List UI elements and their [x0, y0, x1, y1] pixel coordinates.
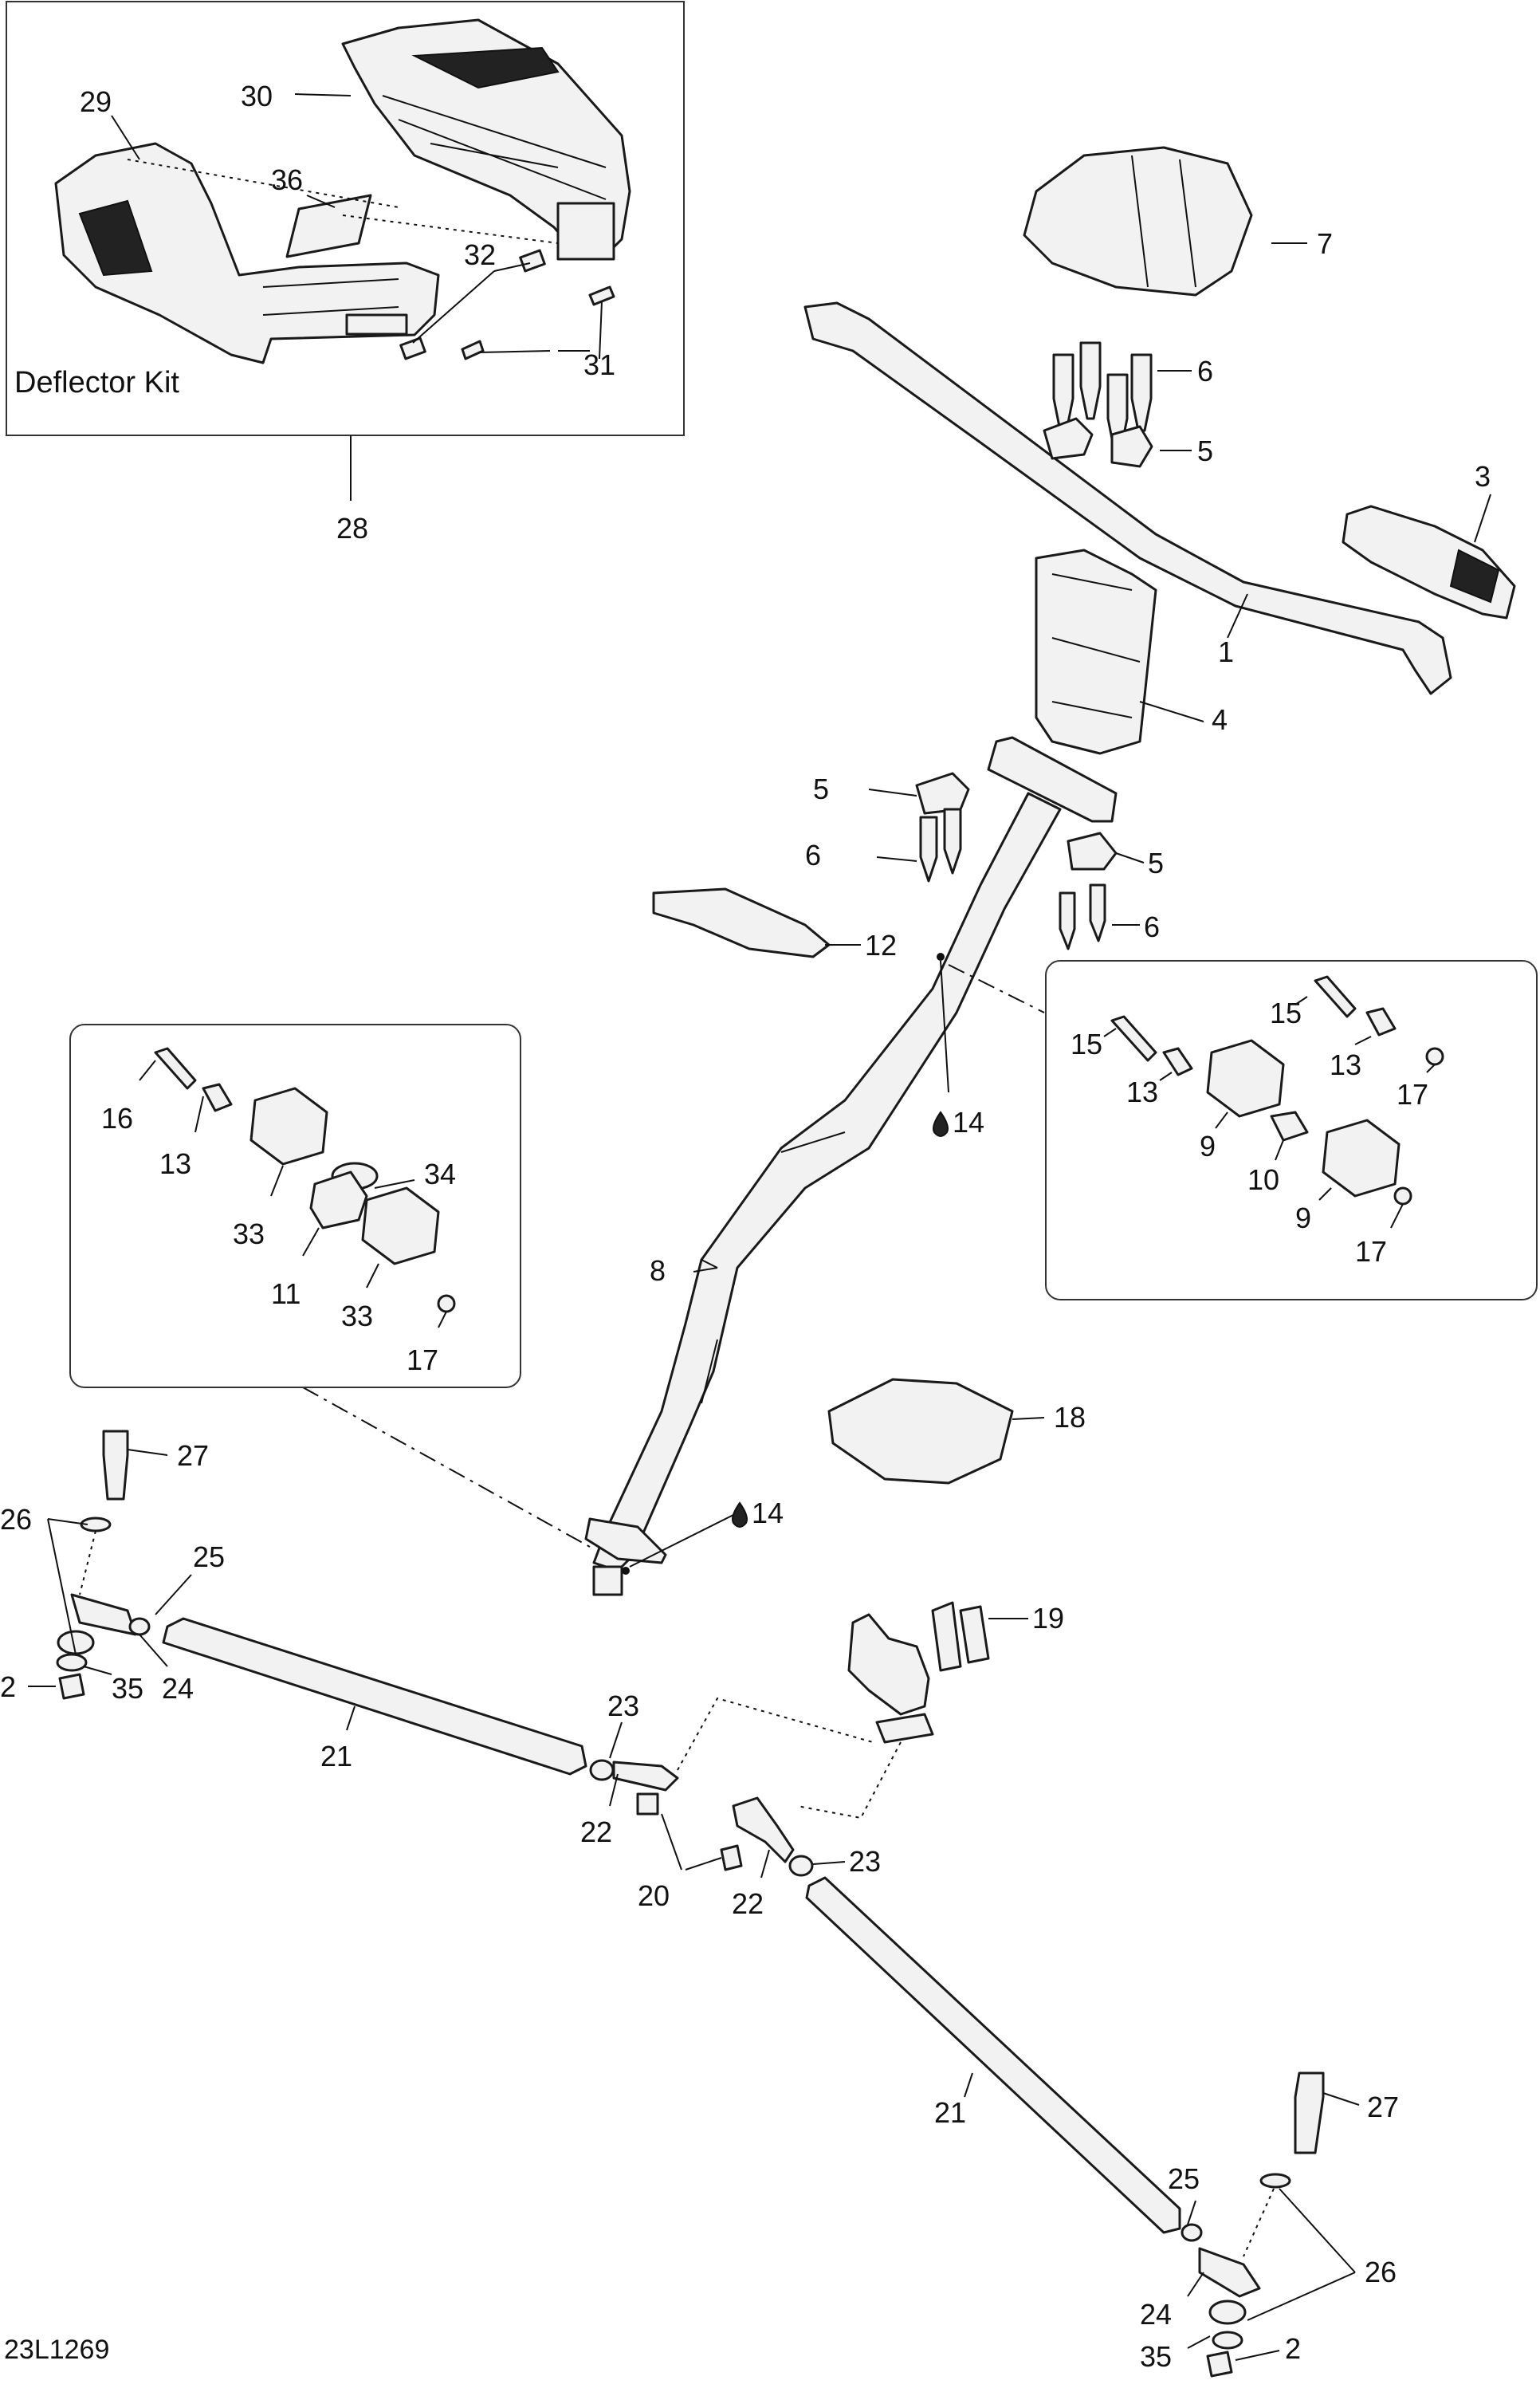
label-16: 16 — [101, 1102, 133, 1135]
label-25-right: 25 — [1168, 2162, 1200, 2195]
steering-bracket-part — [847, 1613, 930, 1716]
label-24-left: 24 — [162, 1672, 194, 1705]
bolt-part-27-right — [1294, 2071, 1325, 2154]
right-clamp-inset: 15 15 13 13 9 10 9 17 17 — [1045, 960, 1538, 1300]
label-12: 12 — [865, 929, 897, 962]
bolt-part-mid-left-2 — [943, 808, 962, 875]
label-13-inset: 13 — [159, 1147, 191, 1180]
label-18: 18 — [1054, 1401, 1086, 1434]
label-3: 3 — [1475, 460, 1491, 493]
clamp-cap-part-top-left — [1043, 417, 1094, 460]
label-34: 34 — [424, 1158, 456, 1190]
label-30: 30 — [241, 80, 273, 112]
riser-plate-part — [652, 887, 831, 958]
label-5-top: 5 — [1197, 435, 1213, 467]
bolt-part-mid-right-1 — [1059, 891, 1076, 950]
label-25-left: 25 — [193, 1540, 225, 1573]
label-17-inset: 17 — [407, 1344, 438, 1376]
label-4: 4 — [1212, 703, 1228, 736]
label-36: 36 — [271, 163, 303, 196]
deflector-screws — [399, 249, 615, 360]
tie-rod-part-upper — [162, 1617, 587, 1776]
handlebar-pad-part — [1023, 146, 1253, 297]
label-23-upper: 23 — [607, 1690, 639, 1722]
label-2-left: 2 — [0, 1670, 16, 1703]
left-inset-frame — [69, 1024, 521, 1388]
clamp-cap-part-mid-right — [1067, 832, 1118, 871]
label-15-left: 15 — [1071, 1028, 1102, 1060]
label-21-lower: 21 — [934, 2096, 966, 2129]
label-6-top: 6 — [1197, 355, 1213, 388]
label-20: 20 — [638, 1879, 670, 1912]
label-26-left: 26 — [0, 1503, 32, 1536]
label-11: 11 — [271, 1277, 301, 1310]
label-10: 10 — [1247, 1163, 1279, 1196]
right-inset-frame — [1045, 960, 1538, 1300]
column-cover-part — [827, 1378, 1014, 1485]
label-14-lower: 14 — [752, 1497, 784, 1529]
label-9-upper: 9 — [1200, 1130, 1216, 1163]
riser-part — [1035, 549, 1157, 755]
label-5-mid-left: 5 — [813, 773, 829, 805]
bolt-part-27-left — [102, 1430, 129, 1501]
label-1: 1 — [1218, 635, 1234, 668]
deflector-kit-title: Deflector Kit — [14, 366, 179, 399]
label-8: 8 — [650, 1254, 666, 1287]
figure-id: 23L1269 — [4, 2335, 109, 2365]
label-15-right: 15 — [1270, 997, 1302, 1029]
oil-drop-icon — [933, 1111, 949, 1137]
label-21-upper: 21 — [320, 1740, 352, 1772]
label-14-upper: 14 — [953, 1106, 984, 1139]
handlebar-group: 7 1 3 6 5 4 5 5 — [803, 146, 1516, 950]
label-7: 7 — [1317, 227, 1333, 260]
label-29: 29 — [80, 85, 112, 118]
tie-rod-part-lower — [805, 1876, 1181, 2234]
tie-rod-group: 27 26 25 2 35 24 21 23 22 — [0, 1430, 1399, 2378]
bolt-part-mid-left-1 — [919, 816, 938, 883]
label-22-upper: 22 — [580, 1816, 612, 1848]
label-35-left: 35 — [112, 1672, 143, 1705]
label-19: 19 — [1032, 1602, 1064, 1635]
deflector-kit-group: Deflector Kit — [6, 1, 685, 545]
sticker-part — [285, 194, 372, 258]
label-9-lower: 9 — [1295, 1202, 1311, 1234]
deflector-kit-frame — [6, 1, 685, 436]
label-2-right: 2 — [1285, 2332, 1301, 2365]
label-17-lower: 17 — [1355, 1235, 1387, 1268]
handlebar-part — [803, 301, 1452, 695]
label-28: 28 — [336, 512, 368, 545]
label-26-right: 26 — [1365, 2256, 1397, 2288]
oil-drop-icon-lower — [732, 1501, 748, 1528]
label-33-lower: 33 — [341, 1300, 373, 1332]
clamp-cap-part-top-right — [1110, 425, 1153, 468]
label-22-lower: 22 — [732, 1887, 764, 1920]
label-23-lower: 23 — [849, 1845, 881, 1878]
label-6-mid-right: 6 — [1144, 911, 1160, 943]
label-13-left: 13 — [1126, 1076, 1158, 1108]
steering-column-group: 8 14 14 — [302, 736, 1118, 1596]
right-deflector-part — [341, 18, 631, 261]
label-35-right: 35 — [1140, 2340, 1172, 2373]
label-24-right: 24 — [1140, 2298, 1172, 2331]
label-33-upper: 33 — [233, 1218, 265, 1250]
label-17-upper: 17 — [1397, 1078, 1428, 1111]
label-13-right: 13 — [1330, 1048, 1361, 1081]
label-32: 32 — [464, 238, 496, 271]
label-27-left: 27 — [177, 1439, 209, 1472]
label-27-right: 27 — [1367, 2091, 1399, 2123]
bolt-part-mid-right-2 — [1089, 883, 1106, 942]
left-clamp-inset: 16 13 33 34 11 33 17 — [69, 1024, 521, 1388]
left-deflector-part — [54, 142, 440, 364]
label-6-mid-left: 6 — [805, 839, 821, 871]
label-5-mid-right: 5 — [1148, 847, 1164, 879]
label-31: 31 — [583, 348, 615, 381]
clamp-cap-part-mid-left — [915, 772, 970, 815]
